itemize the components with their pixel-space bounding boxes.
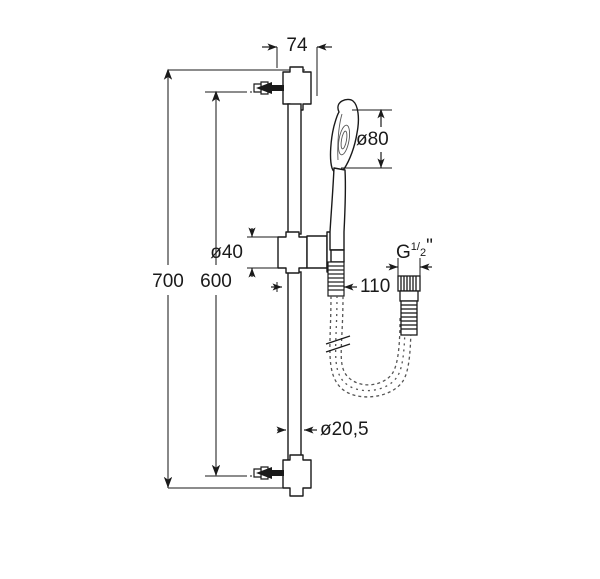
dimension-diameter-20-5: ø20,5 [276,419,369,440]
dimension-74-label: 74 [286,35,308,56]
dimension-700-label: 700 [152,271,184,292]
hose-outer-edge [340,295,401,386]
upper-wall-anchor-screw [253,81,284,95]
dimension-205-label: ø20,5 [320,419,369,440]
hose-thread-connector [397,275,421,336]
vertical-slide-rail [287,103,302,463]
lower-wall-bracket [282,454,312,497]
dimension-diameter-40: ø40 [210,227,286,278]
hose-break-symbol [325,335,351,353]
extension-lines [168,69,305,489]
dimension-700: 700 [152,68,184,488]
thread-fraction-denominator: 2 [420,247,426,259]
dimension-diameter-80: ø80 [341,108,392,169]
dimension-110: 110 [271,276,390,297]
thread-fraction-slash: / [417,241,421,253]
hose-collar-upper [327,261,345,297]
thread-suffix: " [426,236,433,257]
dimension-40-label: ø40 [210,242,243,263]
dimension-600: 600 [200,90,232,476]
dimension-thread-g-half: G1/2" [386,236,433,276]
dimension-80-label: ø80 [356,129,389,150]
hand-shower-face-detail [337,113,351,161]
dimension-600-label: 600 [200,271,232,292]
hose-centerline [334,295,406,392]
dimension-74: 74 [262,35,332,96]
dimension-g-half-label: G1/2" [396,236,433,263]
thread-fraction-numerator: 1 [411,241,417,253]
thread-prefix: G [396,242,411,263]
dimension-110-label: 110 [360,276,390,297]
lower-wall-anchor-screw [253,466,284,480]
